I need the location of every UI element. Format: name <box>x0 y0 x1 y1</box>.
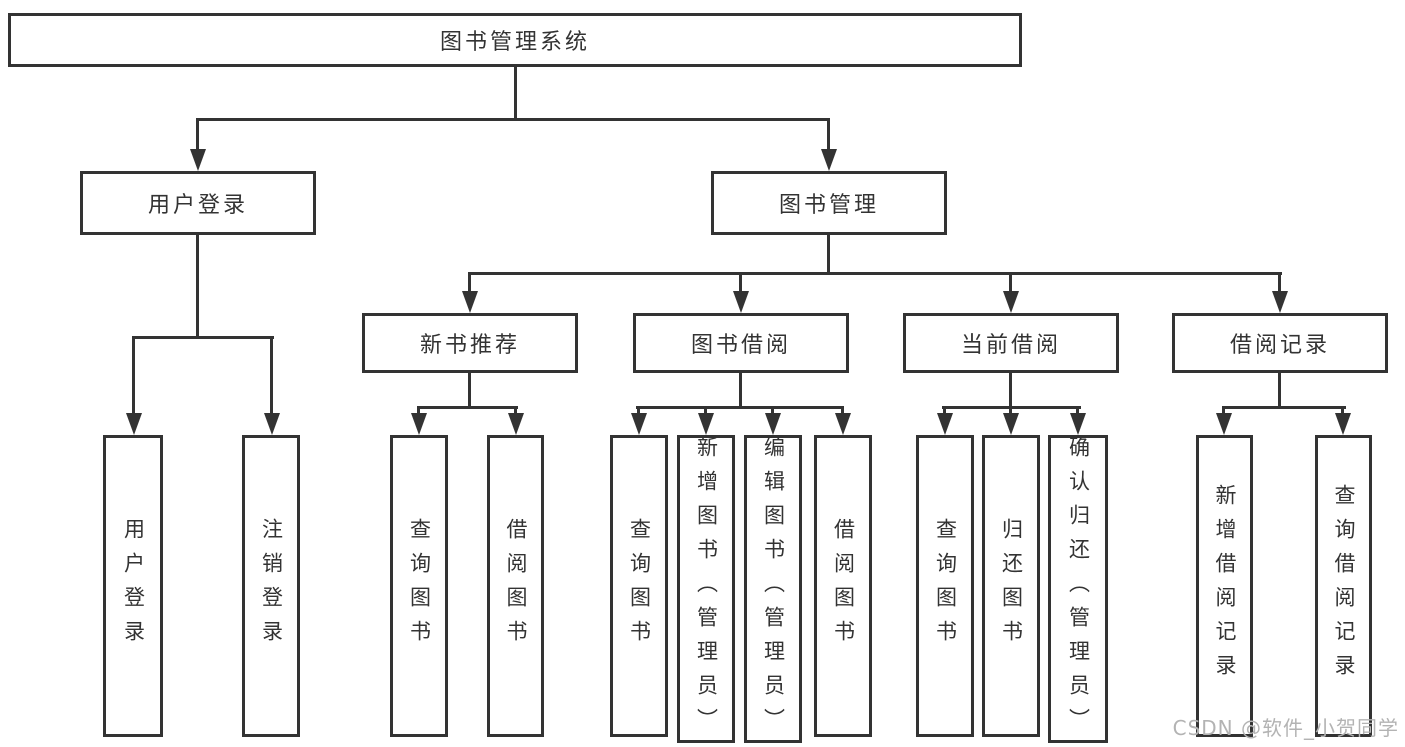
leaf-query-book-current: 查询图书 <box>916 435 974 737</box>
leaf-add-book-admin: 新增图书（管理员） <box>677 435 735 743</box>
node-current-borrow-label: 当前借阅 <box>960 333 1061 358</box>
leaf-query-book-recommend: 查询图书 <box>390 435 448 737</box>
leaf-borrow-book-recommend-label: 借阅图书 <box>504 518 528 654</box>
leaf-logout-label: 注销登录 <box>259 518 284 654</box>
leaf-return-book-label: 归还图书 <box>999 518 1024 654</box>
leaf-logout: 注销登录 <box>242 435 300 737</box>
node-book-borrow: 图书借阅 <box>633 313 849 373</box>
leaf-query-book-current-label: 查询图书 <box>933 518 958 654</box>
arrow-to-leaf-confirm-return-admin <box>1069 406 1086 435</box>
node-new-book-recommend: 新书推荐 <box>362 313 578 373</box>
leaf-user-login-label: 用户登录 <box>121 518 146 654</box>
leaf-confirm-return-admin: 确认归还（管理员） <box>1048 435 1108 743</box>
leaf-borrow-book-borrow-label: 借阅图书 <box>831 518 856 654</box>
node-user-login-group: 用户登录 <box>80 171 316 235</box>
connector-root-stub <box>514 67 517 118</box>
arrow-to-leaf-query-book-current <box>936 406 953 435</box>
arrow-to-borrow-record <box>1271 272 1288 313</box>
leaf-add-borrow-record: 新增借阅记录 <box>1196 435 1253 737</box>
connector-level1-horizontal <box>196 118 830 121</box>
arrow-to-leaf-query-borrow-record <box>1334 406 1351 435</box>
connector-userlogin-stub <box>196 235 199 336</box>
leaf-edit-book-admin-label: 编辑图书（管理员） <box>761 436 786 742</box>
arrow-to-current-borrow <box>1002 272 1019 313</box>
node-book-management: 图书管理 <box>711 171 947 235</box>
arrow-to-new-book-recommend <box>461 272 478 313</box>
node-root: 图书管理系统 <box>8 13 1022 67</box>
leaf-borrow-book-borrow: 借阅图书 <box>814 435 872 737</box>
arrow-to-leaf-edit-book-admin <box>764 406 781 435</box>
arrow-to-leaf-query-book-recommend <box>410 406 427 435</box>
arrow-to-leaf-add-borrow-record <box>1215 406 1232 435</box>
arrow-to-leaf-add-book-admin <box>697 406 714 435</box>
leaf-edit-book-admin: 编辑图书（管理员） <box>744 435 802 743</box>
connector-borrow-horizontal <box>636 406 844 409</box>
arrow-to-user-login-group <box>189 118 206 171</box>
connector-record-stub <box>1278 373 1281 406</box>
leaf-return-book: 归还图书 <box>982 435 1040 737</box>
leaf-query-borrow-record-label: 查询借阅记录 <box>1332 484 1356 688</box>
connector-userlogin-horizontal <box>132 336 274 339</box>
node-new-book-recommend-label: 新书推荐 <box>419 333 520 358</box>
leaf-query-book-borrow-label: 查询图书 <box>627 518 652 654</box>
arrow-to-book-borrow <box>732 272 749 313</box>
leaf-user-login: 用户登录 <box>103 435 163 737</box>
connector-level2-horizontal <box>468 272 1282 275</box>
node-borrow-record-label: 借阅记录 <box>1229 333 1330 358</box>
leaf-query-book-borrow: 查询图书 <box>610 435 668 737</box>
leaf-add-borrow-record-label: 新增借阅记录 <box>1213 484 1237 688</box>
connector-recommend-horizontal <box>417 406 518 409</box>
node-book-borrow-label: 图书借阅 <box>690 333 791 358</box>
connector-recommend-stub <box>468 373 471 406</box>
csdn-watermark: CSDN @软件_小贺同学 <box>1172 716 1399 740</box>
leaf-borrow-book-recommend: 借阅图书 <box>487 435 544 737</box>
arrow-to-book-management <box>820 118 837 171</box>
arrow-to-leaf-return-book <box>1002 406 1019 435</box>
connector-borrow-stub <box>739 373 742 406</box>
arrow-to-leaf-borrow-book-borrow <box>834 406 851 435</box>
connector-record-horizontal <box>1222 406 1346 409</box>
connector-bookmgmt-stub <box>827 235 830 272</box>
node-borrow-record: 借阅记录 <box>1172 313 1388 373</box>
node-book-management-label: 图书管理 <box>778 193 879 218</box>
leaf-add-book-admin-label: 新增图书（管理员） <box>694 436 719 742</box>
arrow-to-leaf-query-book-borrow <box>630 406 647 435</box>
arrow-to-leaf-borrow-book-recommend <box>507 406 524 435</box>
connector-current-stub <box>1009 373 1012 406</box>
arrow-to-leaf-user-login <box>125 336 142 435</box>
arrow-to-leaf-logout <box>263 336 280 435</box>
node-user-login-group-label: 用户登录 <box>147 193 248 218</box>
leaf-confirm-return-admin-label: 确认归还（管理员） <box>1066 436 1091 742</box>
node-root-label: 图书管理系统 <box>439 30 590 55</box>
leaf-query-borrow-record: 查询借阅记录 <box>1315 435 1372 737</box>
node-current-borrow: 当前借阅 <box>903 313 1119 373</box>
leaf-query-book-recommend-label: 查询图书 <box>407 518 432 654</box>
